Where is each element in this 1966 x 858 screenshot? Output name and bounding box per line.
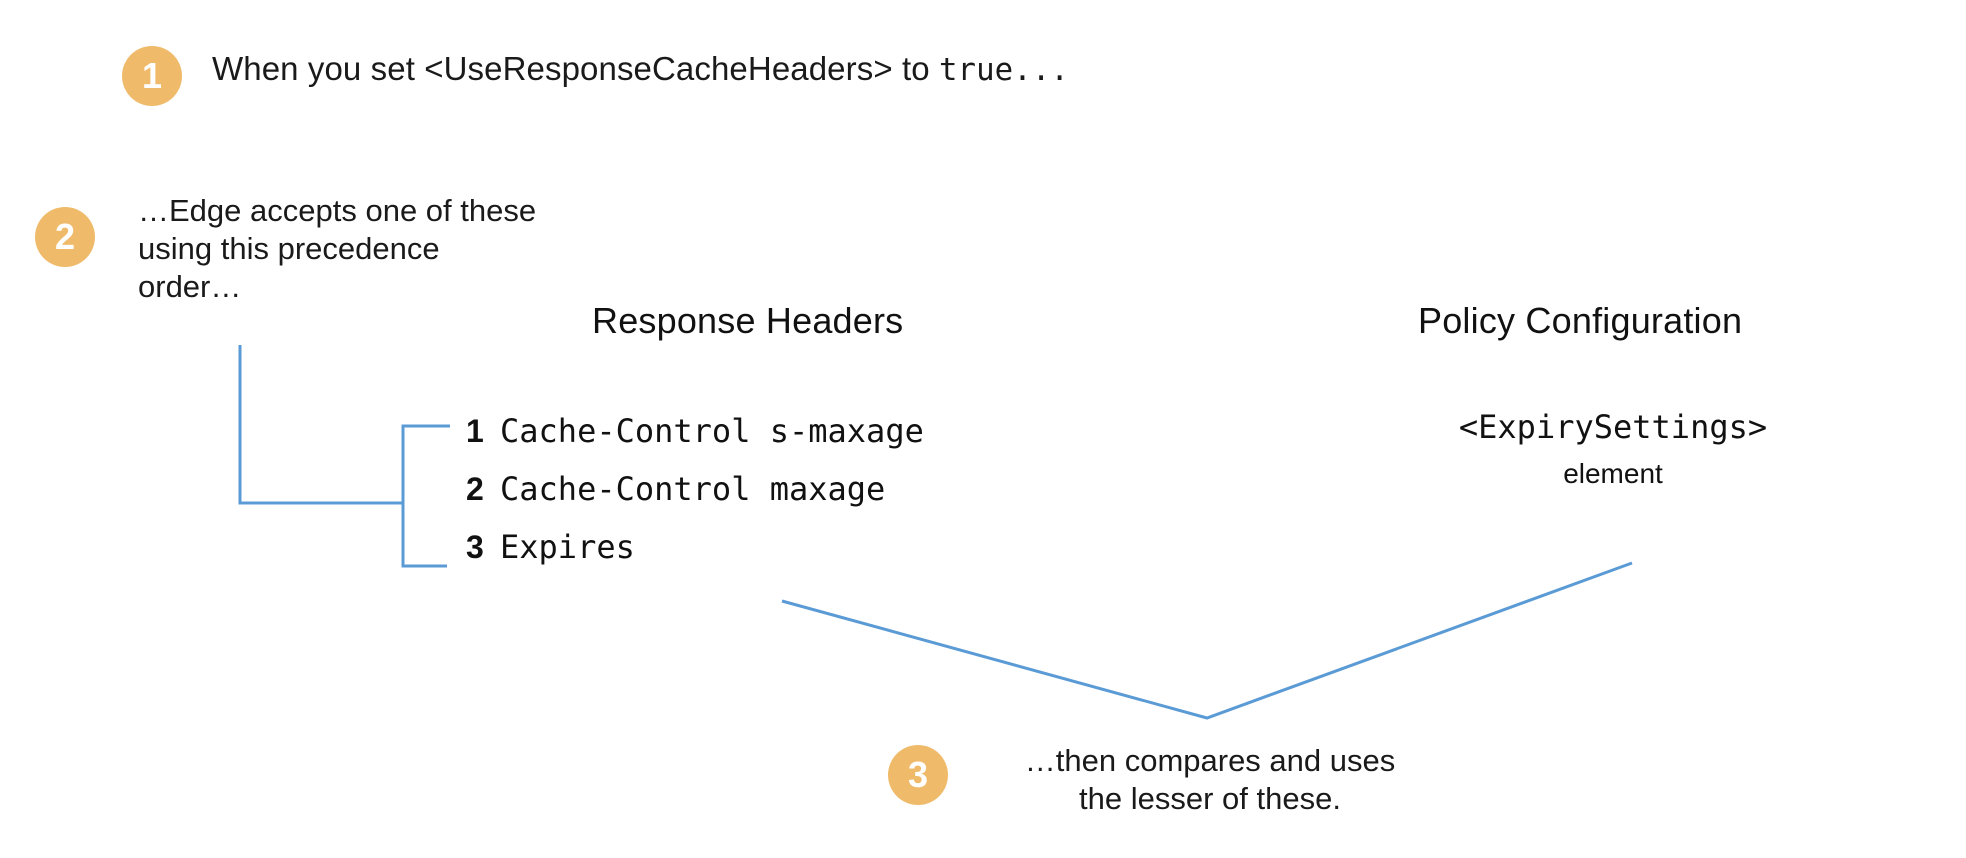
precedence-stem-line [238, 345, 403, 505]
list-item: 3 Expires [466, 528, 924, 586]
step-badge-2: 2 [35, 207, 95, 267]
precedence-bracket [401, 424, 450, 568]
list-item-number: 3 [466, 529, 484, 565]
step-3-caption: …then compares and uses the lesser of th… [970, 742, 1450, 818]
list-item-value: Cache-Control s-maxage [500, 412, 924, 450]
list-item-number: 1 [466, 413, 484, 449]
step-1-caption-value: true... [938, 53, 1069, 88]
step-badge-3: 3 [888, 745, 948, 805]
step-1-caption-text: When you set <UseResponseCacheHeaders> t… [212, 50, 939, 87]
list-item-number: 2 [466, 471, 484, 507]
step-2-caption: …Edge accepts one of these using this pr… [138, 192, 658, 305]
list-item-value: Cache-Control maxage [500, 470, 886, 508]
policy-element-tag: <ExpirySettings> [1458, 408, 1768, 446]
step-2-caption-line-2: using this precedence [138, 230, 440, 266]
policy-configuration-element: <ExpirySettings> element [1418, 408, 1808, 490]
list-item: 2 Cache-Control maxage [466, 470, 924, 528]
response-headers-heading: Response Headers [592, 300, 904, 341]
list-item-value: Expires [500, 528, 635, 566]
step-1-caption: When you set <UseResponseCacheHeaders> t… [212, 50, 1069, 88]
list-item: 1 Cache-Control s-maxage [466, 412, 924, 470]
step-2-caption-line-1: …Edge accepts one of these [138, 193, 537, 228]
step-2-caption-line-3: order… [138, 268, 242, 304]
response-headers-list: 1 Cache-Control s-maxage 2 Cache-Control… [466, 412, 924, 586]
comparison-v-line [781, 561, 1633, 720]
step-3-caption-line-2: the lesser of these. [1079, 780, 1341, 816]
step-badge-1: 1 [122, 46, 182, 106]
policy-configuration-heading: Policy Configuration [1418, 300, 1743, 341]
step-3-caption-line-1: …then compares and uses [1024, 743, 1396, 778]
policy-element-label: element [1563, 458, 1663, 489]
